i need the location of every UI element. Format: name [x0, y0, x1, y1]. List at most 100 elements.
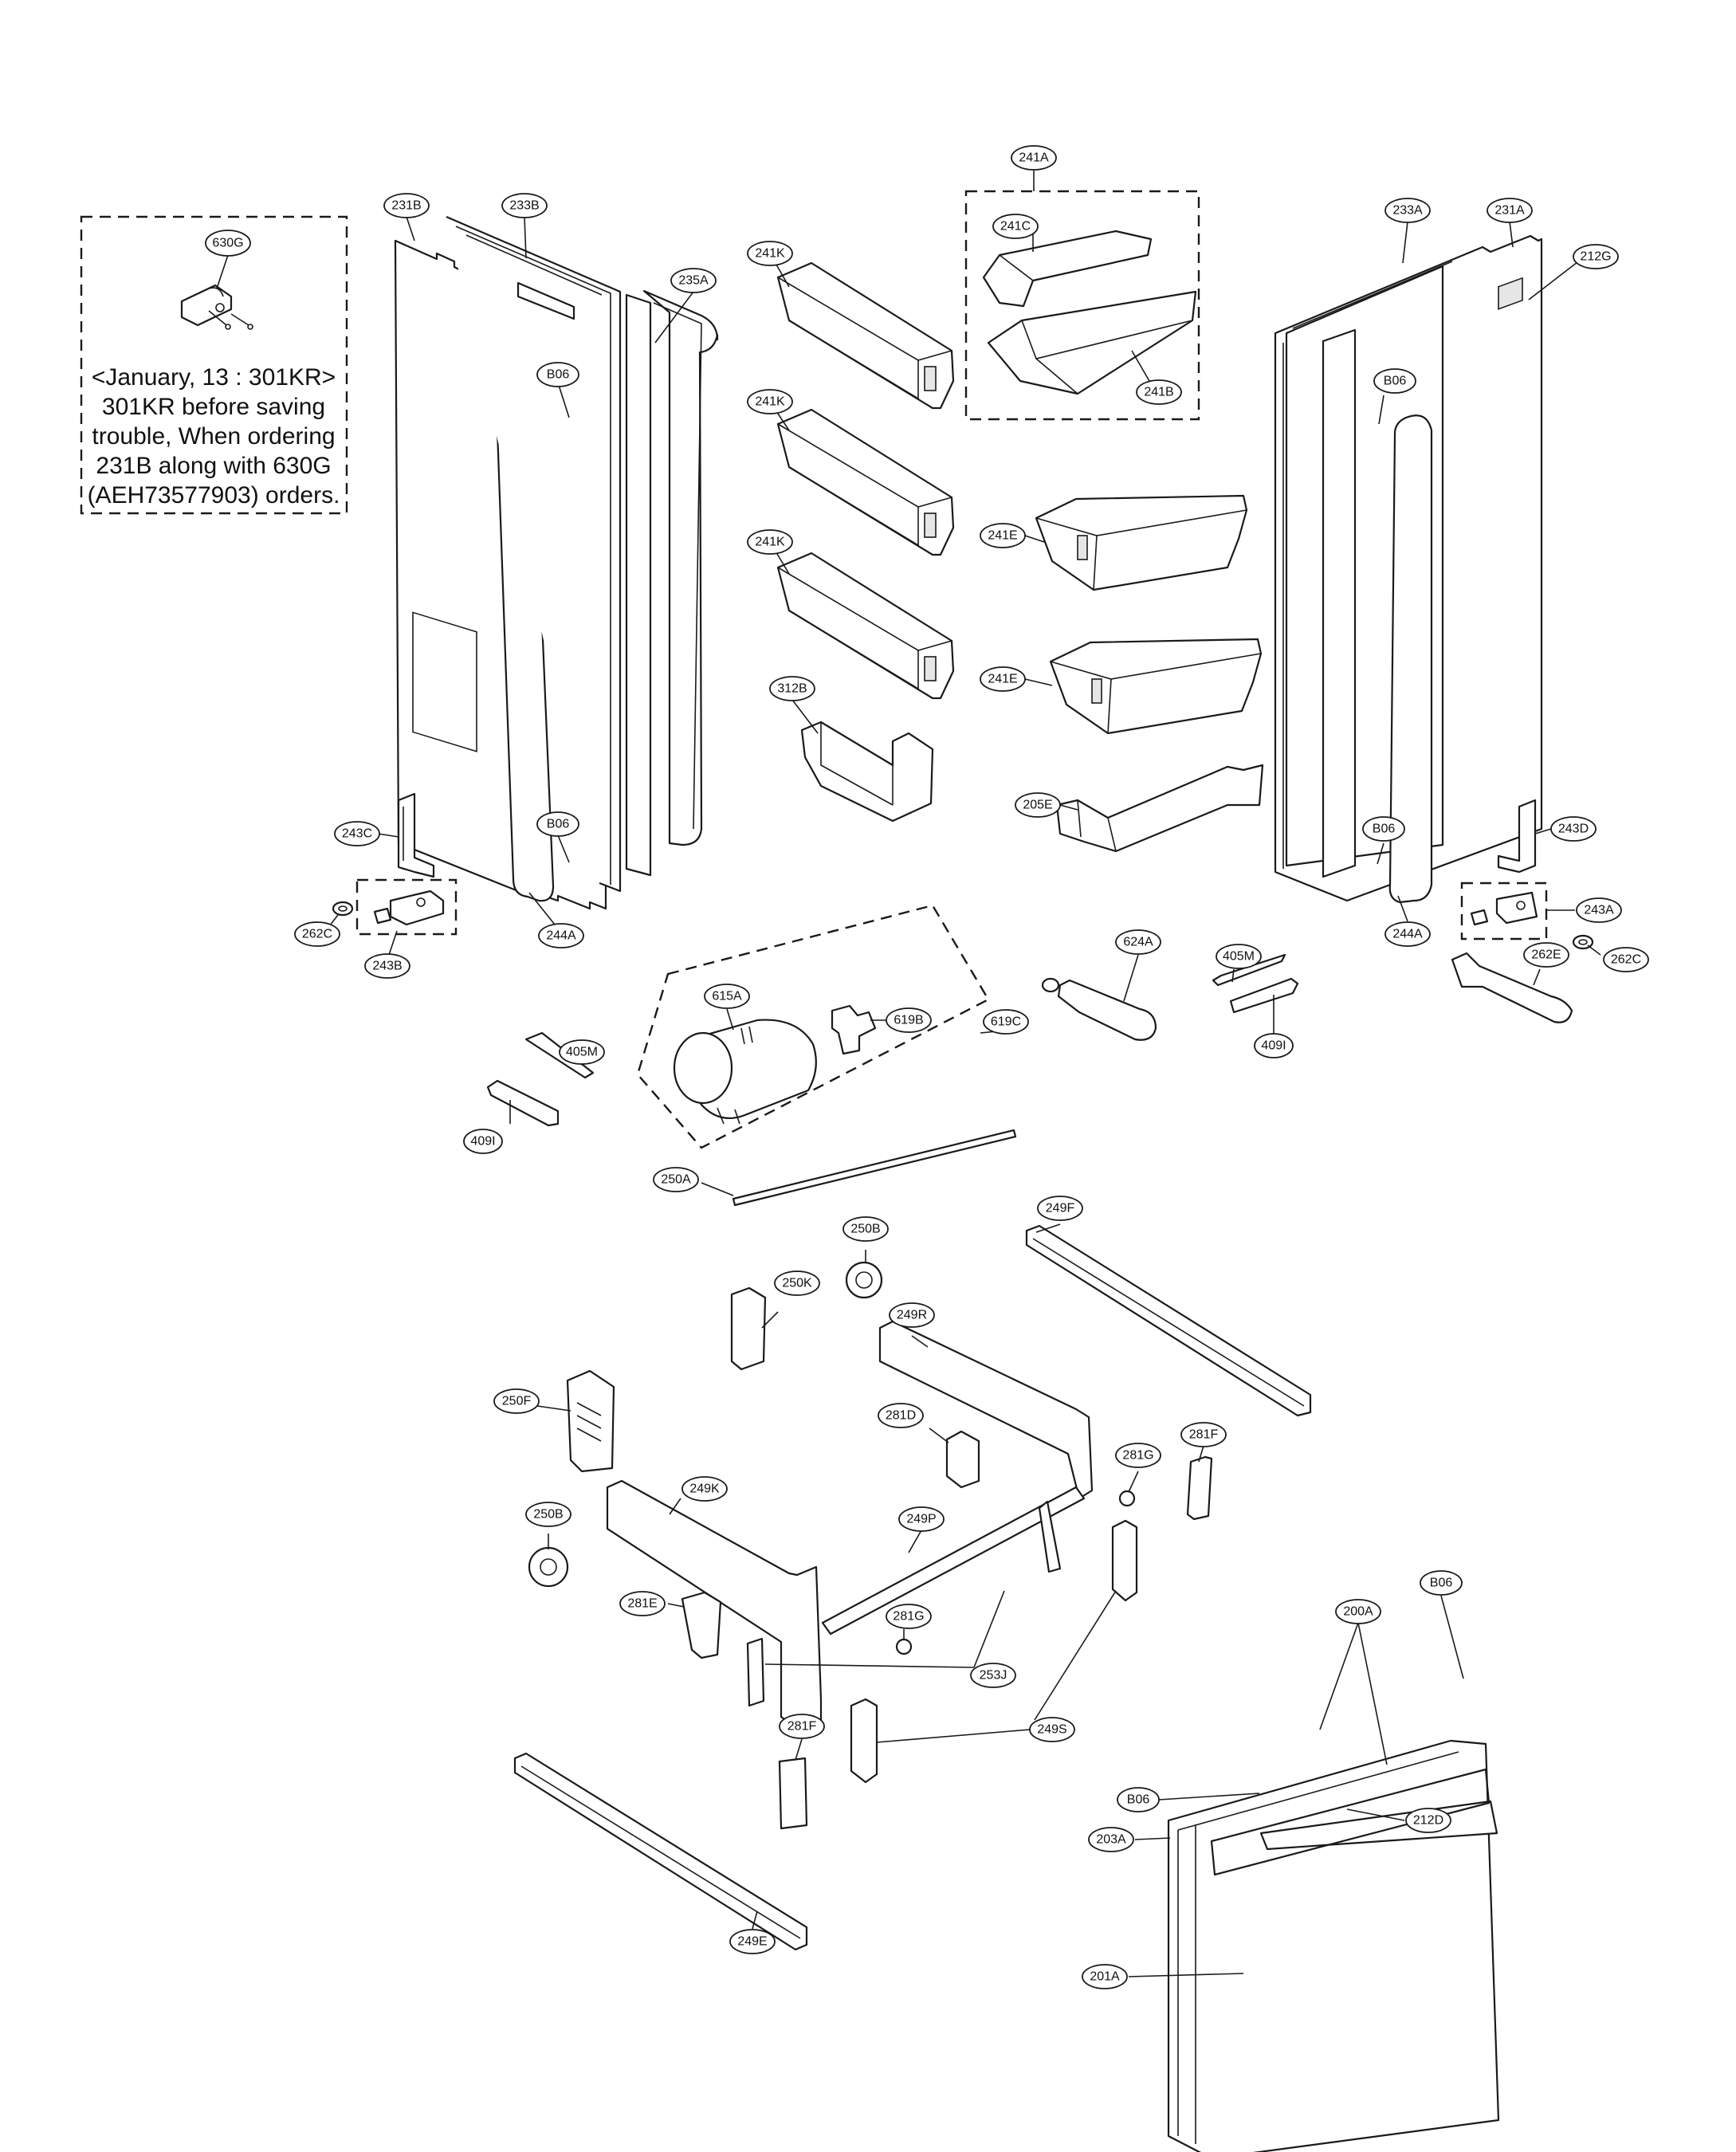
svg-text:244A: 244A — [546, 929, 576, 943]
svg-text:619C: 619C — [991, 1015, 1021, 1029]
callout-281g-1: 281G — [1115, 1443, 1161, 1468]
svg-text:243B: 243B — [372, 960, 402, 973]
callout-409i-1: 409I — [1254, 1033, 1294, 1058]
callout-205e: 205E — [1015, 792, 1061, 818]
callout-249k: 249K — [681, 1476, 728, 1502]
callout-244a-1: 244A — [538, 923, 584, 948]
callout-619c: 619C — [983, 1009, 1029, 1035]
svg-text:249P: 249P — [906, 1513, 936, 1526]
svg-text:233A: 233A — [1392, 204, 1423, 218]
callout-250k: 250K — [774, 1270, 820, 1296]
svg-text:205E: 205E — [1023, 799, 1052, 812]
svg-text:250B: 250B — [850, 1223, 880, 1236]
svg-text:243A: 243A — [1584, 904, 1614, 917]
svg-text:201A: 201A — [1090, 1970, 1120, 1984]
callout-243a: 243A — [1576, 897, 1622, 923]
guard-205e — [1055, 764, 1264, 853]
callout-241e-2: 241E — [980, 666, 1026, 692]
callout-243b: 243B — [364, 953, 410, 979]
svg-text:281F: 281F — [1189, 1428, 1219, 1442]
svg-text:281F: 281F — [787, 1720, 817, 1734]
lower-frame-assembly — [513, 1224, 1312, 1951]
callout-281g-2: 281G — [886, 1604, 932, 1629]
callout-262c-2: 262C — [1603, 947, 1649, 972]
svg-text:250B: 250B — [533, 1508, 563, 1522]
callout-249p: 249P — [898, 1506, 945, 1532]
callout-241k-2: 241K — [747, 389, 793, 414]
callout-201a: 201A — [1082, 1964, 1128, 1989]
water-valve-assembly — [486, 904, 1299, 1207]
callout-624a: 624A — [1115, 929, 1161, 955]
callout-231a: 231A — [1487, 198, 1533, 223]
callout-249e: 249E — [729, 1929, 776, 1954]
svg-text:B06: B06 — [1384, 375, 1407, 388]
svg-text:249F: 249F — [1046, 1202, 1075, 1215]
callout-203a: 203A — [1088, 1827, 1134, 1852]
callout-200a: 200A — [1335, 1599, 1381, 1624]
callout-244a-2: 244A — [1384, 921, 1431, 947]
svg-text:250K: 250K — [782, 1277, 812, 1290]
svg-text:241E: 241E — [988, 529, 1017, 543]
svg-text:281G: 281G — [1122, 1449, 1153, 1463]
callout-405m-2: 405M — [559, 1039, 605, 1065]
door-bins-241k — [776, 261, 955, 700]
callout-241k-1: 241K — [747, 241, 793, 266]
svg-text:241E: 241E — [988, 673, 1017, 686]
callout-212d: 212D — [1405, 1808, 1451, 1833]
bin-241k-low — [776, 552, 955, 700]
svg-text:212D: 212D — [1413, 1814, 1443, 1828]
callout-619b: 619B — [886, 1007, 932, 1033]
callout-405m-1: 405M — [1216, 944, 1262, 969]
bracket-312b — [800, 721, 934, 823]
callout-241k-3: 241K — [747, 529, 793, 555]
callout-249r: 249R — [889, 1302, 935, 1328]
svg-text:B06: B06 — [1373, 823, 1396, 836]
callout-249f: 249F — [1037, 1196, 1083, 1221]
callout-250a: 250A — [653, 1167, 699, 1192]
callout-249s: 249S — [1029, 1717, 1075, 1742]
callout-233b: 233B — [501, 193, 548, 218]
callout-b06-4: B06 — [1362, 816, 1405, 842]
svg-text:235A: 235A — [678, 274, 709, 288]
note-line-1: <January, 13 : 301KR> — [92, 364, 336, 391]
leader-lines — [326, 171, 1601, 1977]
svg-text:281D: 281D — [886, 1409, 916, 1423]
svg-text:262C: 262C — [302, 928, 332, 941]
svg-text:241K: 241K — [755, 395, 785, 409]
svg-text:212G: 212G — [1580, 250, 1611, 264]
callout-281f-2: 281F — [779, 1714, 825, 1739]
svg-text:409I: 409I — [470, 1135, 495, 1149]
svg-text:405M: 405M — [1223, 950, 1255, 964]
callout-262e: 262E — [1523, 942, 1569, 968]
svg-text:B06: B06 — [1430, 1577, 1453, 1590]
callout-253j: 253J — [970, 1663, 1016, 1688]
svg-text:249S: 249S — [1037, 1723, 1066, 1737]
dairy-bin-assembly — [964, 190, 1200, 421]
svg-text:250F: 250F — [502, 1395, 532, 1408]
svg-text:262E: 262E — [1531, 948, 1561, 962]
callout-250b-1: 250B — [842, 1216, 889, 1242]
callout-241e-1: 241E — [980, 523, 1026, 548]
bin-241k-top — [776, 261, 955, 410]
callout-b06-5: B06 — [1420, 1570, 1463, 1596]
callout-630g-text: 630G — [212, 237, 243, 250]
left-door-assembly — [332, 215, 719, 936]
note-line-4: 231B along with 630G — [96, 453, 331, 479]
note-line-3: trouble, When ordering — [92, 423, 335, 450]
callout-262c-1: 262C — [294, 921, 340, 947]
svg-text:B06: B06 — [547, 818, 570, 831]
svg-text:241K: 241K — [755, 247, 785, 261]
svg-text:249R: 249R — [897, 1309, 927, 1322]
callout-231b: 231B — [383, 193, 430, 218]
callout-241a: 241A — [1011, 145, 1057, 171]
right-door-assembly — [1274, 234, 1594, 1023]
callout-241c: 241C — [992, 214, 1039, 239]
bin-241k-mid — [776, 408, 955, 556]
svg-text:312B: 312B — [777, 682, 807, 696]
door-bins-241e — [1035, 494, 1263, 735]
callout-241b: 241B — [1136, 379, 1182, 405]
callout-250f: 250F — [493, 1388, 540, 1414]
svg-text:249E: 249E — [737, 1935, 767, 1949]
callout-281d: 281D — [878, 1403, 924, 1428]
